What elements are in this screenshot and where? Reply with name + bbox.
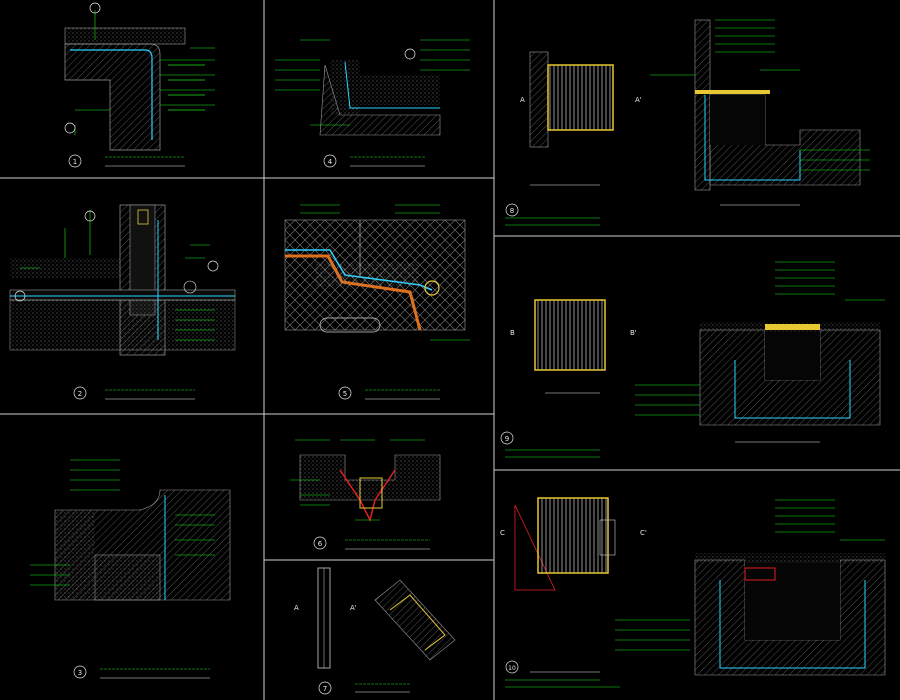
section-mark-d-prime: C' bbox=[640, 529, 647, 537]
detail-9: B B' 9 bbox=[500, 261, 885, 458]
section-mark-c-prime: B' bbox=[630, 329, 637, 337]
detail-number-5: 5 bbox=[343, 390, 347, 398]
detail-3: 3 bbox=[30, 459, 231, 679]
detail-1: 1 bbox=[64, 2, 215, 168]
detail-number-8: 8 bbox=[510, 207, 514, 215]
section-mark-b-prime: A' bbox=[635, 96, 642, 104]
section-mark-d: C bbox=[500, 529, 505, 537]
detail-number-9: 9 bbox=[505, 435, 509, 443]
detail-4: 4 bbox=[275, 39, 470, 168]
detail-number-3: 3 bbox=[78, 669, 82, 677]
detail-number-2: 2 bbox=[78, 390, 82, 398]
section-mark-a-prime: A' bbox=[350, 604, 357, 612]
detail-number-7: 7 bbox=[323, 685, 327, 693]
detail-2: 2 bbox=[9, 204, 236, 400]
detail-6: 6 bbox=[290, 439, 441, 550]
section-mark-a: A bbox=[294, 604, 299, 612]
detail-number-10: 10 bbox=[508, 665, 516, 672]
detail-number-4: 4 bbox=[328, 158, 333, 166]
detail-10: C C' 10 bbox=[500, 497, 886, 688]
detail-number-1: 1 bbox=[73, 158, 77, 166]
detail-8: A A' 8 bbox=[505, 19, 870, 226]
detail-number-6: 6 bbox=[318, 540, 323, 548]
section-mark-b: A bbox=[520, 96, 525, 104]
detail-7: A A' 7 bbox=[294, 567, 456, 695]
section-mark-c: B bbox=[510, 329, 515, 337]
detail-5: 5 bbox=[284, 204, 470, 400]
